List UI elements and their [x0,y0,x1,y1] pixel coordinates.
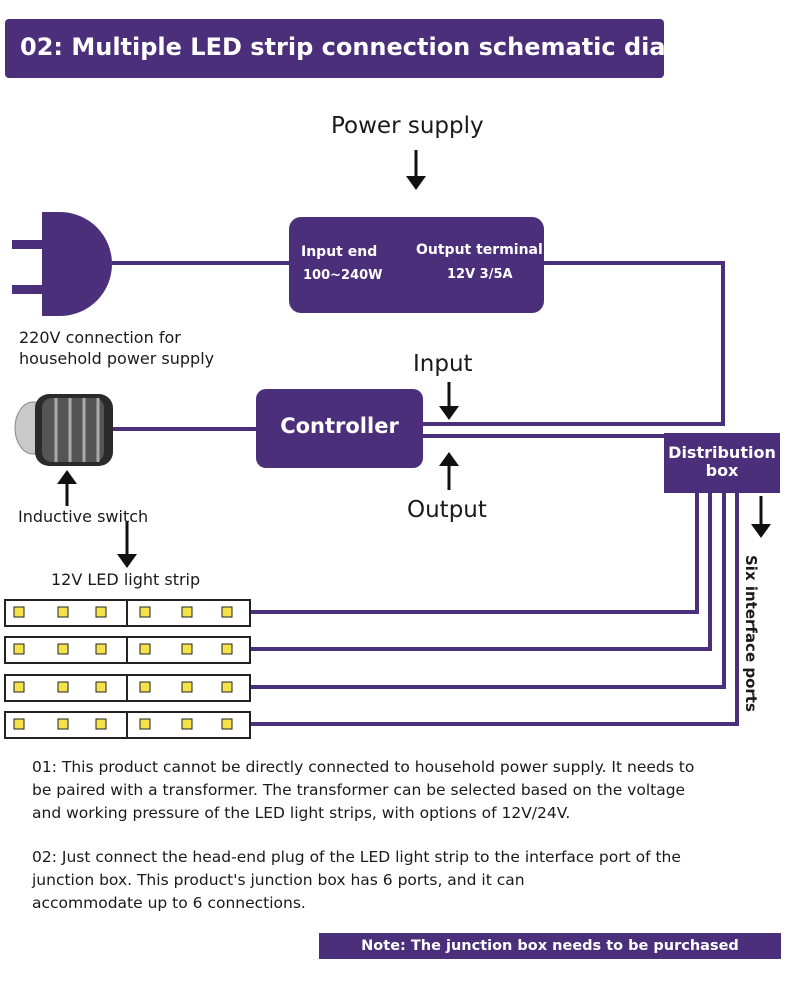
notes-block-1: 01: This product cannot be directly conn… [32,756,694,825]
warning-banner: Note: The junction box needs to be purch… [319,933,781,980]
controller-label: Controller [280,414,399,438]
input-end-value: 100~240W [303,268,383,283]
output-label: Output [407,497,487,523]
inductive-switch-label: Inductive switch [18,507,149,526]
page-title: 02: Multiple LED strip connection schema… [20,33,736,61]
plug-caption-line1: 220V connection for [19,328,181,347]
power-supply-label: Power supply [331,113,484,139]
note-line: be paired with a transformer. The transf… [32,781,686,799]
transformer-box: Input end 100~240W Output terminal 12V 3… [289,217,544,313]
led-strip-label: 12V LED light strip [51,570,201,589]
note-line: 02: Just connect the head-end plug of th… [32,848,681,866]
note-line: accommodate up to 6 connections. [32,894,306,912]
led-strip [4,674,251,702]
distribution-box-label-line1: Distribution [668,443,776,462]
input-label: Input [413,351,473,377]
notes-block-2: 02: Just connect the head-end plug of th… [32,846,681,915]
strip1-wire [250,493,699,614]
distribution-box: Distribution box [664,433,780,493]
arrow-down-icon [406,150,426,190]
led-strip [4,636,251,664]
output-terminal-value: 12V 3/5A [447,267,513,282]
strip2-wire [250,493,712,651]
led-strip [4,599,251,627]
wires [110,261,739,726]
title-banner: 02: Multiple LED strip connection schema… [5,19,736,78]
strip3-wire [250,493,726,689]
note-line: junction box. This product's junction bo… [32,871,525,889]
strip4-wire [250,493,739,726]
arrow-down-icon [117,522,137,568]
arrow-down-icon [751,496,771,538]
ports-label: Six interface ports [742,555,760,712]
arrow-up-icon [57,470,77,506]
arrow-down-icon [439,382,459,420]
led-strips [4,599,251,739]
output-terminal-title: Output terminal [416,242,543,258]
power-plug-icon [12,212,112,316]
distribution-box-label-line2: box [705,461,739,480]
transformer-to-controller-wire [423,261,725,426]
arrow-up-icon [439,452,459,490]
note-line: and working pressure of the LED light st… [32,804,571,822]
inductive-switch-icon [14,394,113,466]
plug-caption-line2: household power supply [19,349,215,368]
note-line: 01: This product cannot be directly conn… [32,758,695,776]
led-strip [4,711,251,739]
arrows [57,150,771,568]
input-end-title: Input end [301,244,378,260]
controller-box: Controller [256,389,423,468]
